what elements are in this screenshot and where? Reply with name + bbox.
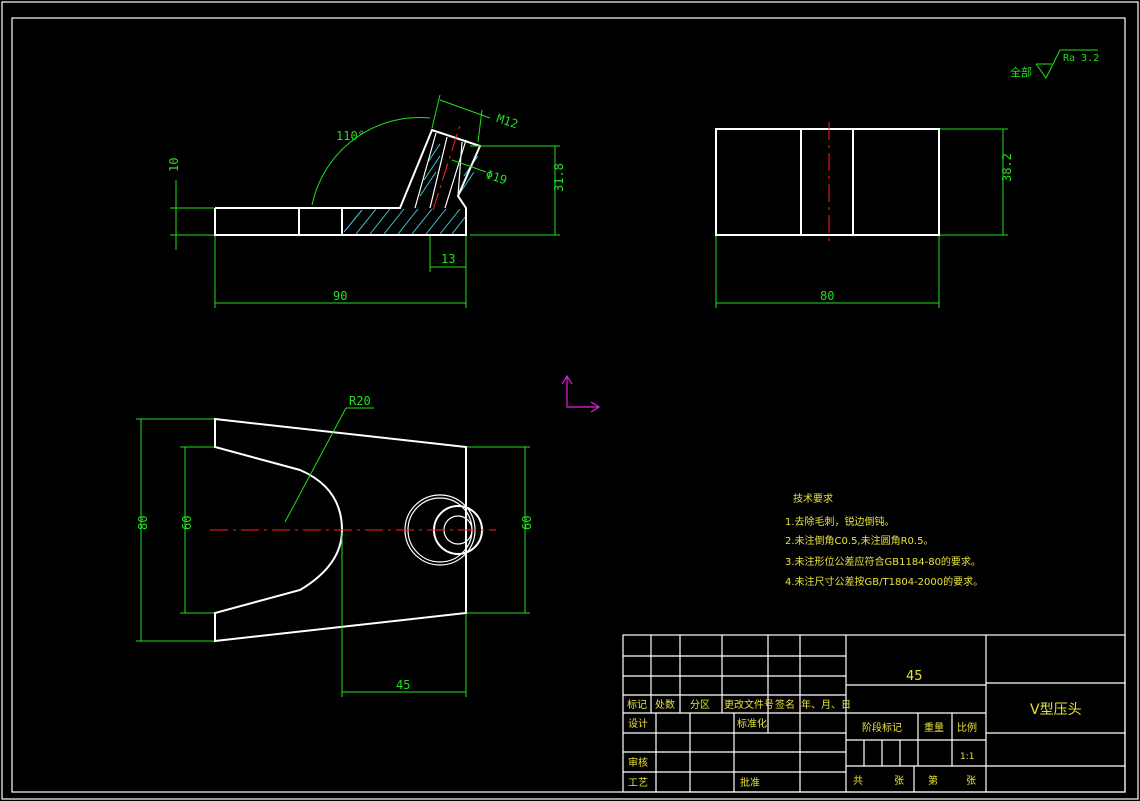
dim-radius: R20: [349, 394, 371, 408]
rev-header: 签名: [775, 698, 795, 711]
inner-border: [11, 17, 1126, 793]
material-value: 45: [906, 669, 923, 684]
ucs-icon: [561, 374, 601, 413]
review-label: 审核: [628, 756, 648, 769]
dim-height-total: 31.8: [552, 163, 566, 192]
surface-finish-symbol: 全部 Ra 3.2: [1010, 49, 1099, 79]
tech-item: 4.未注尺寸公差按GB/T1804-2000的要求。: [785, 575, 983, 588]
dim-thread: M12: [495, 111, 520, 131]
title-block: 标记 处数 分区 更改文件号 签名 年、月、日 设计 标准化 审核 工艺 批准 …: [622, 634, 1126, 793]
tech-item: 1.去除毛刺，锐边倒钝。: [785, 515, 895, 528]
dim-length: 90: [333, 289, 347, 303]
sheets-label: 张: [894, 775, 904, 787]
rev-header: 分区: [690, 699, 710, 711]
surface-finish-value: Ra 3.2: [1063, 53, 1099, 64]
tech-requirements: 技术要求 1.去除毛刺，锐边倒钝。 2.未注倒角C0.5,未注圆角R0.5。 3…: [785, 492, 983, 588]
front-view: 10 31.8 13 90 110° M12 Φ19: [167, 94, 566, 308]
stage-mark-label: 阶段标记: [862, 721, 902, 734]
tech-title: 技术要求: [793, 492, 833, 505]
rev-header: 处数: [655, 698, 675, 711]
dim-top-inner: 60: [180, 516, 194, 530]
rev-header: 年、月、日: [801, 698, 851, 711]
page-label: 第: [928, 774, 938, 787]
weight-label: 重量: [924, 721, 944, 734]
dim-height-small: 10: [167, 158, 181, 172]
top-view: R20 80 60 60 45: [136, 394, 534, 697]
tech-item: 3.未注形位公差应符合GB1184-80的要求。: [785, 555, 981, 568]
standardize-label: 标准化: [737, 717, 767, 730]
section-hatch: [343, 143, 479, 235]
process-label: 工艺: [628, 777, 648, 789]
sheet2-label: 张: [966, 775, 976, 787]
dim-side-width: 80: [820, 289, 834, 303]
total-label: 共: [853, 775, 863, 787]
rev-header: 更改文件号: [724, 698, 774, 711]
dim-top-right: 60: [520, 516, 534, 530]
surface-finish-prefix: 全部: [1010, 65, 1032, 79]
dim-angle: 110°: [336, 129, 365, 143]
scale-label: 比例: [957, 721, 977, 734]
side-view: 38.2 80: [715, 122, 1014, 308]
dim-top-width: 80: [136, 516, 150, 530]
dim-offset: 13: [441, 252, 455, 266]
dim-top-offset: 45: [396, 678, 410, 692]
design-label: 设计: [628, 717, 648, 730]
part-name: V型压头: [1030, 702, 1082, 718]
dim-bore: Φ19: [484, 167, 509, 187]
dim-side-height: 38.2: [1000, 153, 1014, 182]
approve-label: 批准: [740, 776, 760, 789]
rev-header: 标记: [627, 699, 647, 711]
scale-value: 1:1: [960, 752, 974, 762]
tech-item: 2.未注倒角C0.5,未注圆角R0.5。: [785, 534, 933, 547]
